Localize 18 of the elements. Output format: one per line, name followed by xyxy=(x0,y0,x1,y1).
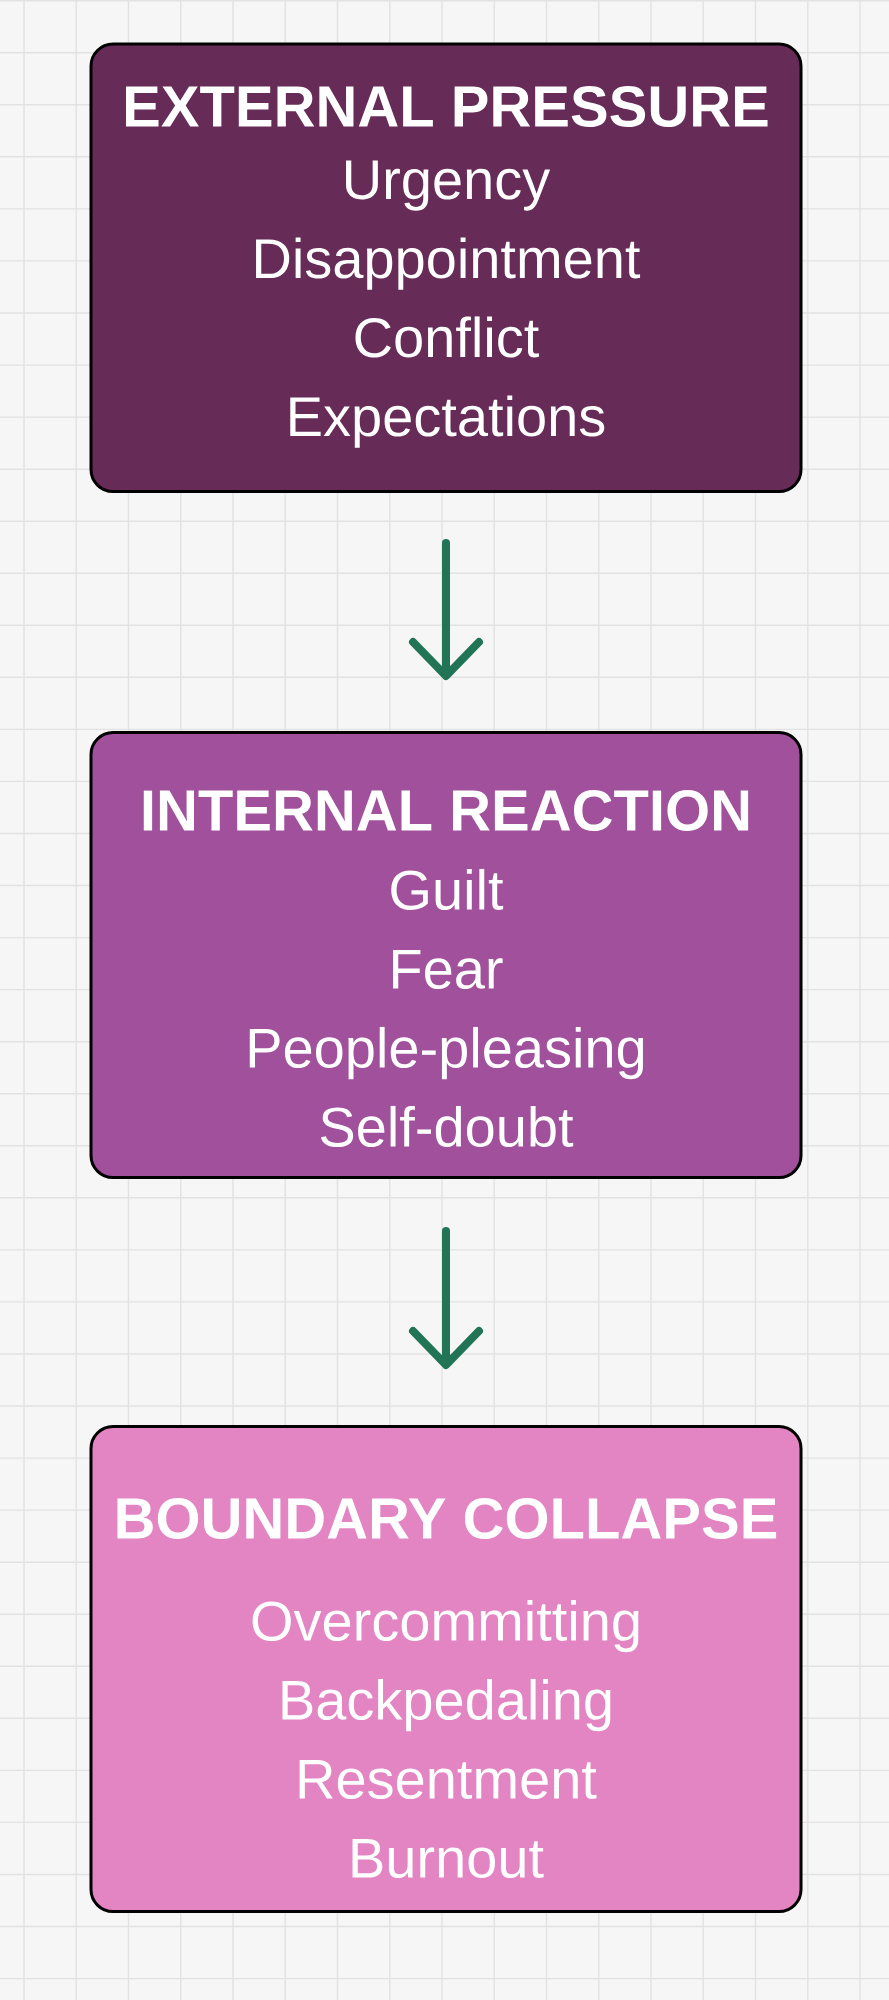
list-item: Self-doubt xyxy=(320,1105,574,1148)
list-item: Guilt xyxy=(391,868,504,911)
list-item: Expectations xyxy=(290,395,605,448)
process-box xyxy=(89,42,803,493)
process-box xyxy=(89,1425,803,1914)
box-heading: INTERNAL REACTION xyxy=(143,790,749,832)
list-item: Resentment xyxy=(299,1760,597,1800)
list-item: Fear xyxy=(393,950,503,990)
list-item: Backpedaling xyxy=(282,1678,611,1732)
box-heading: BOUNDARY COLLAPSE xyxy=(117,1498,777,1540)
list-item: Burnout xyxy=(352,1839,544,1879)
box-heading: EXTERNAL PRESSURE xyxy=(126,86,768,128)
list-item: Overcommitting xyxy=(252,1599,639,1653)
process-box xyxy=(89,731,803,1179)
list-item: People-pleasing xyxy=(249,1026,644,1080)
list-item: Urgency xyxy=(346,160,551,211)
list-item: Disappointment xyxy=(256,237,641,290)
list-item: Conflict xyxy=(355,316,539,358)
